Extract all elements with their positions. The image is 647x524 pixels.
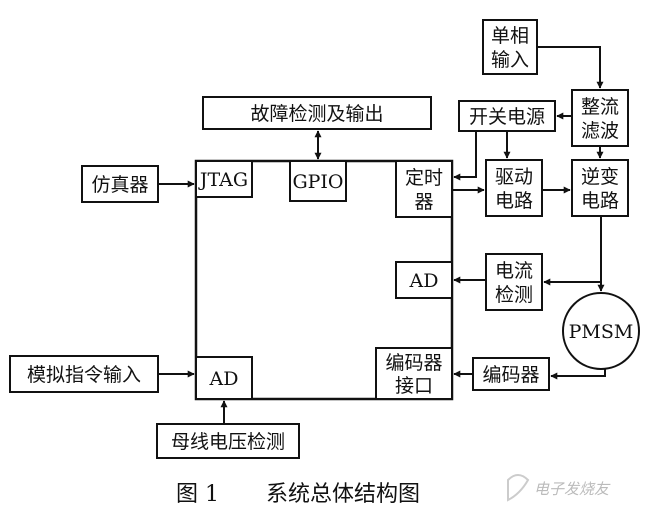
single-phase-label-line1: 单相 — [491, 25, 529, 47]
inverter-circuit-box: 逆变 电路 — [571, 159, 629, 217]
fault-detect-output-box: 故障检测及输出 — [202, 96, 432, 130]
figure-title: 系统总体结构图 — [266, 482, 420, 507]
current-detect-label-line2: 检测 — [495, 284, 533, 306]
current-detect-label-line1: 电流 — [495, 260, 533, 282]
analog-command-label: 模拟指令输入 — [27, 364, 141, 386]
ad-current-label: AD — [409, 270, 439, 292]
arrow-switching-power-timer — [453, 131, 477, 181]
rectifier-filter-box: 整流 滤波 — [571, 89, 629, 147]
encoder-label: 编码器 — [482, 364, 539, 386]
pmsm-label: PMSM — [569, 321, 634, 343]
jtag-label: JTAG — [198, 169, 248, 191]
timer-label-line1: 定时 — [405, 167, 443, 189]
simulator-box: 仿真器 — [81, 165, 159, 203]
pmsm-motor: PMSM — [562, 292, 640, 370]
bus-voltage-label: 母线电压检测 — [171, 431, 285, 453]
gpio-box: GPIO — [289, 160, 347, 202]
ad-command-box: AD — [195, 356, 253, 400]
arrow-single-phase-rectifier — [537, 46, 604, 89]
inverter-label-line1: 逆变 — [581, 166, 619, 188]
jtag-box: JTAG — [195, 160, 253, 198]
current-detect-box: 电流 检测 — [485, 253, 543, 311]
rectifier-label-line1: 整流 — [581, 96, 619, 118]
drive-circuit-box: 驱动 电路 — [485, 159, 543, 217]
encoder-box: 编码器 — [472, 357, 550, 391]
drive-circuit-label-line1: 驱动 — [495, 166, 533, 188]
figure-number: 图 1 — [176, 482, 219, 507]
watermark-logo: 电子发烧友 — [507, 474, 611, 502]
single-phase-input-box: 单相 输入 — [482, 19, 538, 75]
switching-power-label: 开关电源 — [469, 106, 545, 128]
arrow-pmsm-encoder — [550, 369, 606, 380]
switching-power-box: 开关电源 — [458, 100, 556, 132]
ad-command-label: AD — [209, 368, 239, 390]
fault-detect-output-label: 故障检测及输出 — [250, 103, 383, 125]
encoder-interface-label-line2: 接口 — [395, 375, 433, 397]
inverter-label-line2: 电路 — [581, 190, 619, 212]
bus-voltage-box: 母线电压检测 — [156, 423, 300, 459]
drive-circuit-label-line2: 电路 — [495, 190, 533, 212]
analog-command-box: 模拟指令输入 — [9, 355, 159, 393]
simulator-label: 仿真器 — [91, 174, 148, 196]
timer-box: 定时 器 — [395, 160, 453, 218]
single-phase-label-line2: 输入 — [491, 49, 529, 71]
rectifier-label-line2: 滤波 — [581, 120, 619, 142]
watermark-text: 电子发烧友 — [534, 480, 611, 498]
encoder-interface-label-line1: 编码器 — [385, 352, 442, 374]
encoder-interface-box: 编码器 接口 — [375, 347, 453, 400]
ad-current-box: AD — [395, 261, 453, 299]
gpio-label: GPIO — [292, 171, 343, 193]
timer-label-line2: 器 — [414, 191, 433, 213]
